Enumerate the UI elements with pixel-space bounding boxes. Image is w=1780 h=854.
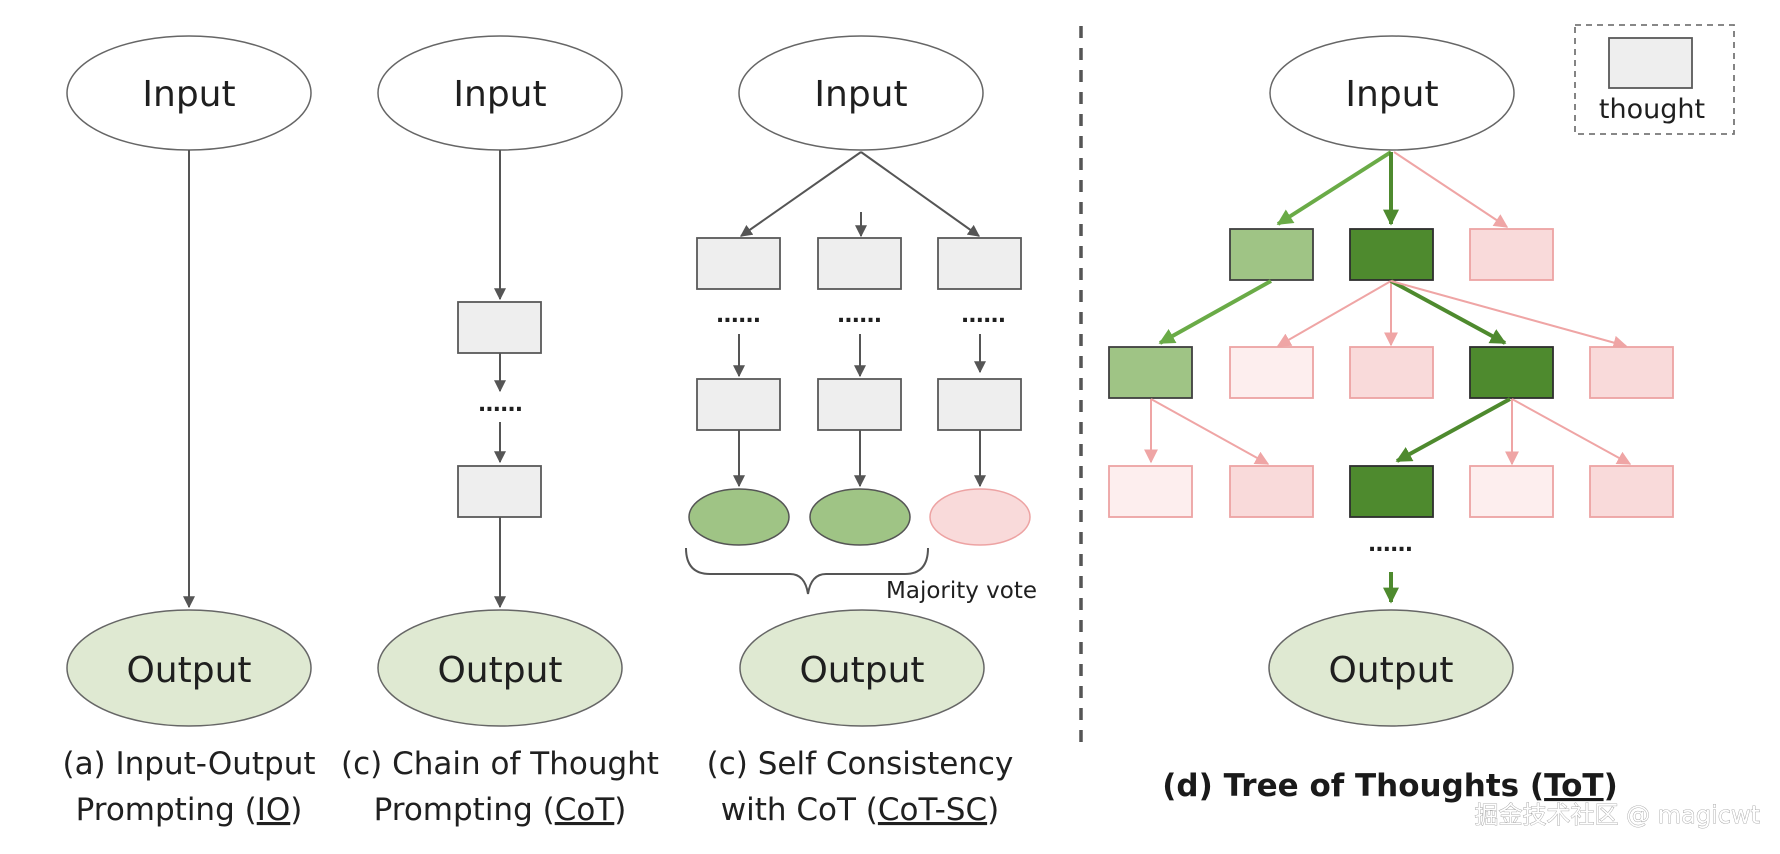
watermark: 掘金技术社区 @ magicwt [1475,801,1760,829]
tot-thought-pruned [1349,346,1434,399]
tot-thought-best [1349,228,1434,281]
tot-edge-good [1276,150,1393,226]
io-output-node [66,609,312,727]
cot-caption-line1: (c) Chain of Thought [341,746,659,782]
cotsc-answer-correct [688,488,790,546]
io-panel: Input Output (a) Input-Output Prompting … [62,35,316,828]
tot-thought-good [1108,346,1193,399]
cot-output-node [377,609,623,727]
tot-ellipsis: ...... [1368,532,1412,557]
cotsc-answer-wrong [929,488,1031,546]
io-caption-line2: Prompting (IO) [76,792,303,828]
cotsc-output-label: Output [799,650,924,691]
cotsc-thought-node [696,237,781,290]
tot-panel: Input ...... O [1108,35,1674,804]
tot-caption: (d) Tree of Thoughts (ToT) [1162,768,1618,804]
tot-edge-pruned [1276,280,1392,347]
cotsc-caption-line2: with CoT (CoT-SC) [721,792,999,828]
tot-edge-pruned [1393,151,1509,228]
cotsc-thought-node [696,378,781,431]
legend: thought [1574,24,1735,135]
cotsc-edge [740,151,862,237]
legend-thought-label: thought [1599,94,1705,125]
cotsc-edge [860,151,980,237]
cot-panel: Input ...... Output (c) Chain of Thought… [341,35,659,828]
cotsc-ellipsis: ...... [961,303,1005,328]
cotsc-ellipsis: ...... [716,303,760,328]
cotsc-panel: Input ...... ...... ...... Majority vote… [685,35,1037,828]
io-input-label: Input [142,74,235,115]
tot-thought-good [1229,228,1314,281]
tot-output-label: Output [1328,650,1453,691]
cotsc-input-node [738,35,984,151]
cot-thought-node [457,465,542,518]
tot-thought-pruned [1229,346,1314,399]
cotsc-ellipsis: ...... [837,303,881,328]
cot-ellipsis: ...... [478,392,522,417]
cot-caption-line2: Prompting (CoT) [374,792,627,828]
tot-thought-best [1349,465,1434,518]
tot-thought-pruned [1589,346,1674,399]
cot-input-label: Input [453,74,546,115]
tot-input-node [1269,35,1515,151]
tot-edge-pruned [1390,280,1628,350]
tot-thought-best [1469,346,1554,399]
cotsc-caption-line1: (c) Self Consistency [707,746,1014,782]
tot-edge-pruned [1150,398,1270,465]
tot-thought-pruned [1589,465,1674,518]
tot-input-label: Input [1345,74,1438,115]
cotsc-thought-node [817,378,902,431]
majority-vote-label: Majority vote [886,578,1037,604]
cotsc-output-node [739,609,985,727]
tot-edge-best [1395,397,1511,463]
cot-thought-node [457,301,542,354]
cotsc-input-label: Input [814,74,907,115]
legend-box [1574,24,1735,135]
tot-output-node [1268,609,1514,727]
tot-edge-good [1158,279,1272,345]
cotsc-thought-node [817,237,902,290]
io-output-label: Output [126,650,251,691]
cotsc-thought-node [937,378,1022,431]
tot-thought-pruned [1108,465,1193,518]
cotsc-answer-correct [809,488,911,546]
legend-thought-swatch [1608,37,1693,89]
cotsc-thought-node [937,237,1022,290]
majority-vote-brace [685,547,929,595]
tot-thought-pruned [1229,465,1314,518]
tot-thought-pruned [1469,228,1554,281]
tot-edge-best [1390,279,1507,345]
io-caption-line1: (a) Input-Output [62,746,315,782]
tot-edge-pruned [1511,398,1632,465]
tot-thought-pruned [1469,465,1554,518]
cot-output-label: Output [437,650,562,691]
